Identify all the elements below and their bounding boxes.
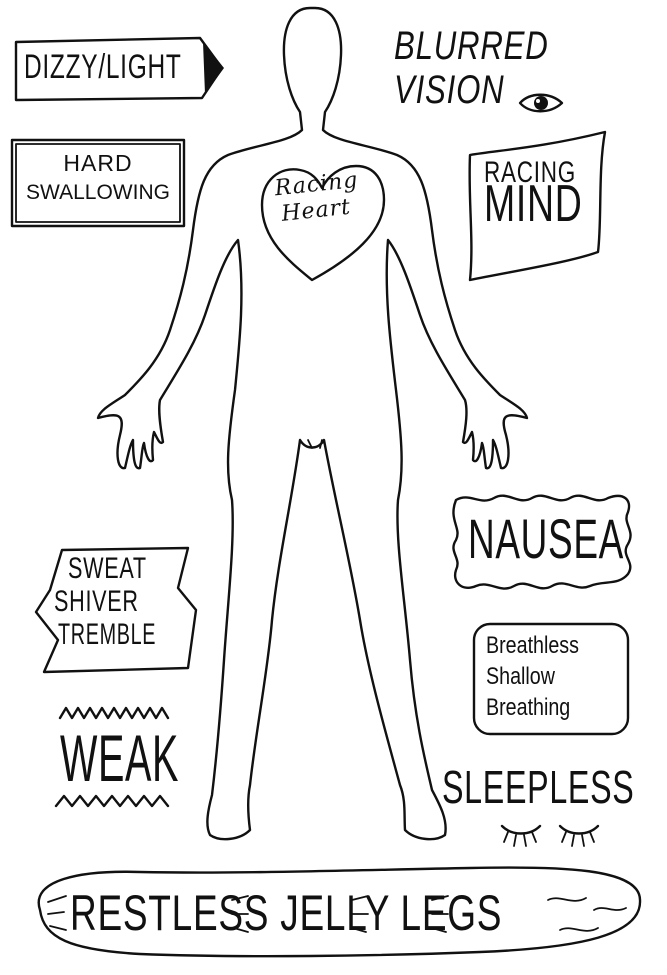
closed-eyes-icon <box>502 826 598 846</box>
sleepless-label: SLEEPLESS <box>442 760 667 814</box>
nausea-label: NAUSEA <box>468 506 667 571</box>
sweat-line-3: TREMBLE <box>58 618 156 651</box>
sweat-label: SWEAT SHIVER TREMBLE <box>68 552 207 651</box>
blurred-line-2: VISION <box>394 68 504 112</box>
breathless-label: Breathless Shallow Breathing <box>486 630 599 723</box>
blurred-vision-label: BLURRED VISION <box>394 24 592 112</box>
dizzy-label: DIZZY/LIGHT <box>24 48 243 87</box>
sweat-line-2: SHIVER <box>54 585 139 618</box>
weak-label: WEAK <box>60 720 258 796</box>
racing-mind-line-2: MIND <box>484 178 583 230</box>
hard-line-1: HARD <box>16 148 180 178</box>
racing-mind-label: RACING MIND <box>484 158 621 230</box>
racing-heart-label: Racing Heart <box>274 168 363 228</box>
weak-zigzag-top <box>60 708 168 718</box>
restless-jelly-legs-label: RESTLESS JELLY LEGS <box>70 884 654 942</box>
weak-zigzag-bottom <box>56 796 168 806</box>
breath-line-1: Breathless <box>486 630 579 661</box>
body-outline <box>98 8 527 839</box>
hard-swallowing-label: HARD SWALLOWING <box>16 148 180 208</box>
breath-line-2: Shallow <box>486 661 555 692</box>
blurred-line-1: BLURRED <box>394 24 549 68</box>
sweat-line-1: SWEAT <box>68 552 147 585</box>
breath-line-3: Breathing <box>486 692 570 723</box>
hard-line-2: SWALLOWING <box>16 178 180 208</box>
